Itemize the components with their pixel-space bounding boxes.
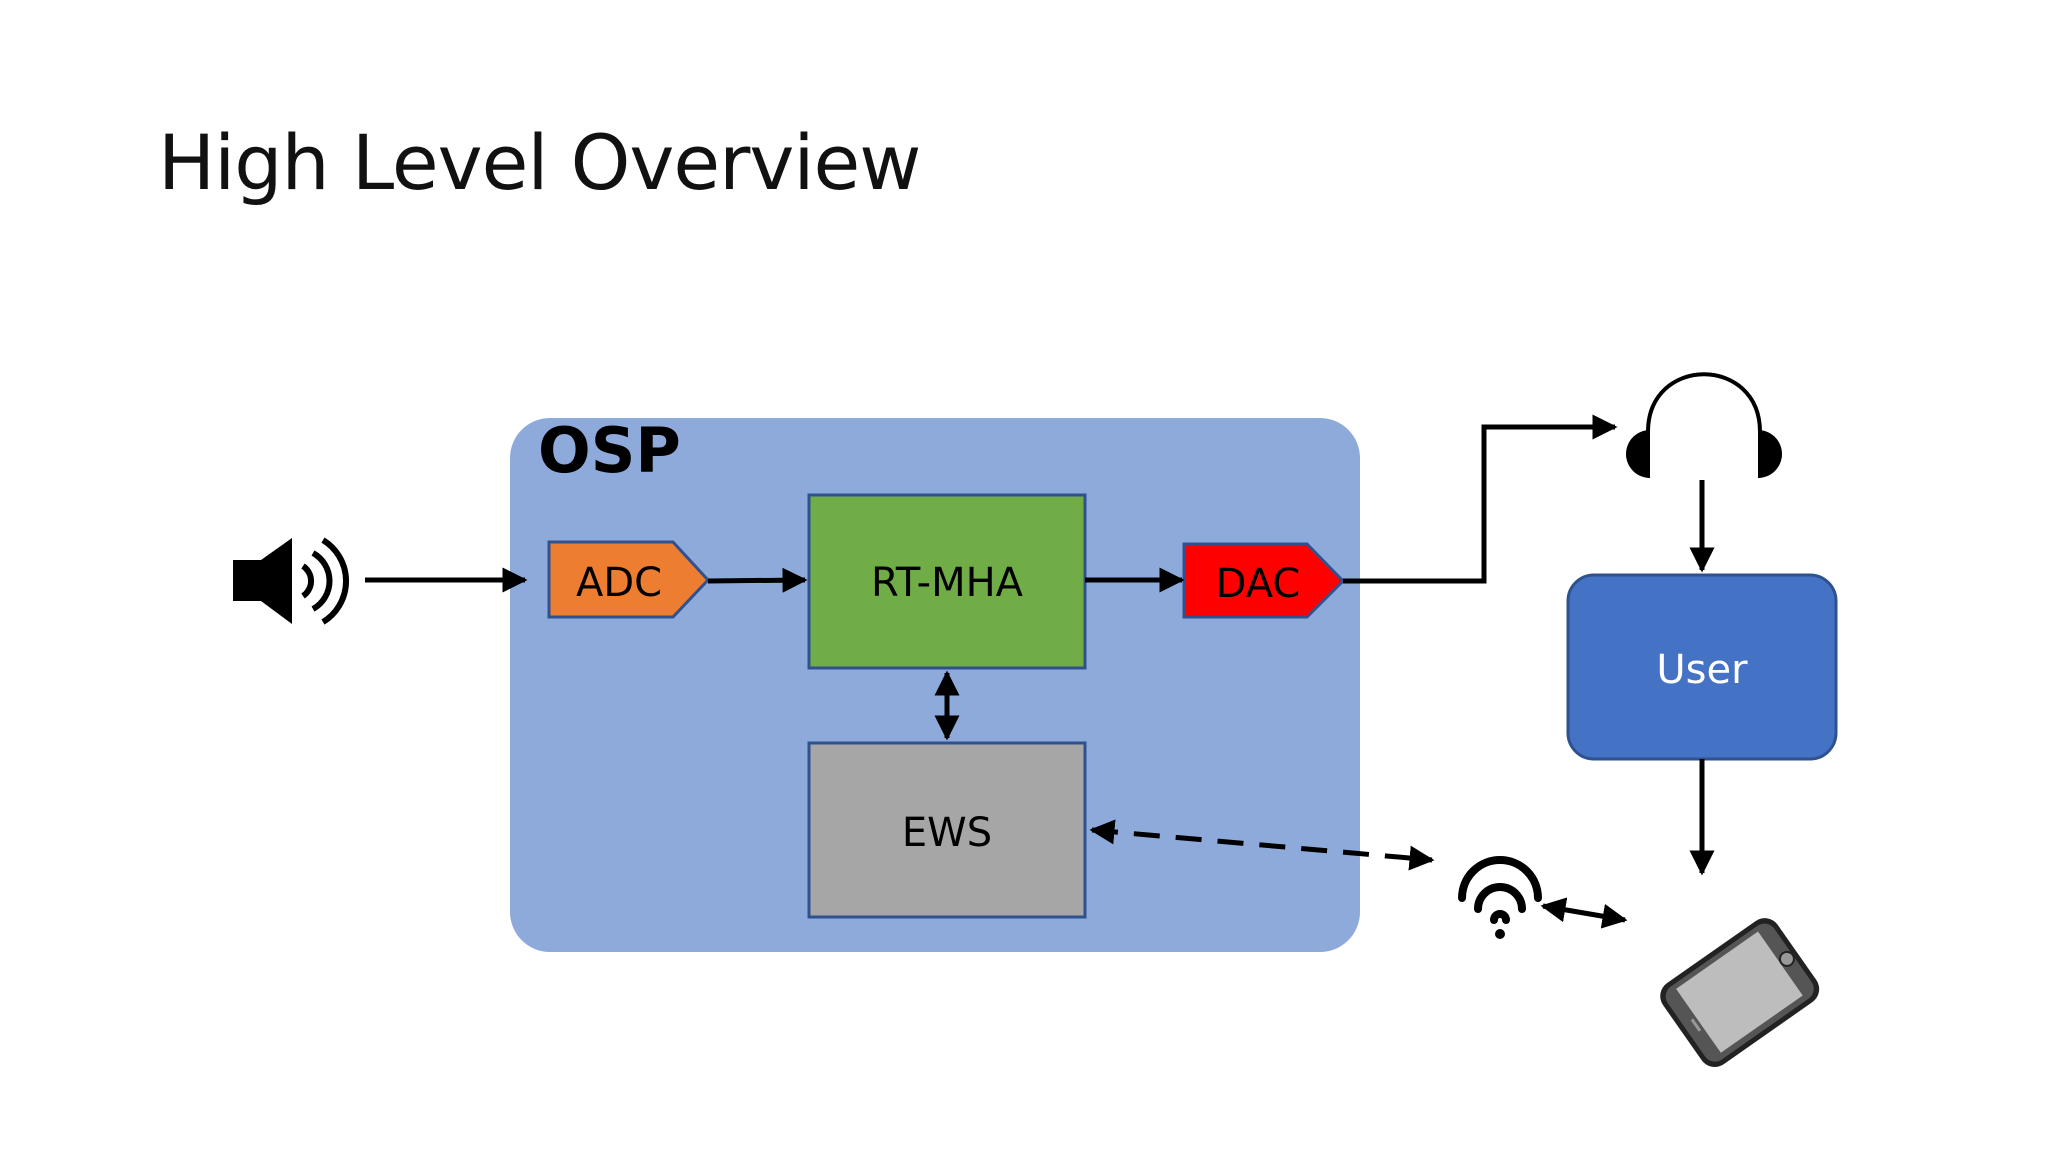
rtmha-block[interactable] — [807, 493, 1087, 670]
dac-block[interactable] — [1182, 542, 1346, 619]
user-label: User — [1656, 647, 1748, 693]
arrow-ews-wifi — [1089, 819, 1435, 871]
arrow-adc-rtmha — [707, 567, 808, 593]
wifi-icon — [1458, 856, 1542, 939]
arrow-dac-headphones — [1343, 414, 1618, 584]
headphones-icon — [1626, 372, 1782, 478]
ews-block[interactable] — [807, 741, 1087, 919]
smartphone-icon — [1660, 918, 1820, 1068]
adc-block[interactable] — [547, 540, 711, 619]
ews-label: EWS — [902, 810, 992, 856]
rtmha-label: RT-MHA — [871, 560, 1024, 606]
arrow-wifi-phone — [1540, 897, 1628, 929]
osp-label: OSP — [538, 414, 681, 487]
speaker-icon — [233, 537, 350, 625]
dac-label: DAC — [1216, 561, 1301, 607]
adc-label: ADC — [576, 560, 662, 606]
page-title: High Level Overview — [158, 118, 921, 207]
